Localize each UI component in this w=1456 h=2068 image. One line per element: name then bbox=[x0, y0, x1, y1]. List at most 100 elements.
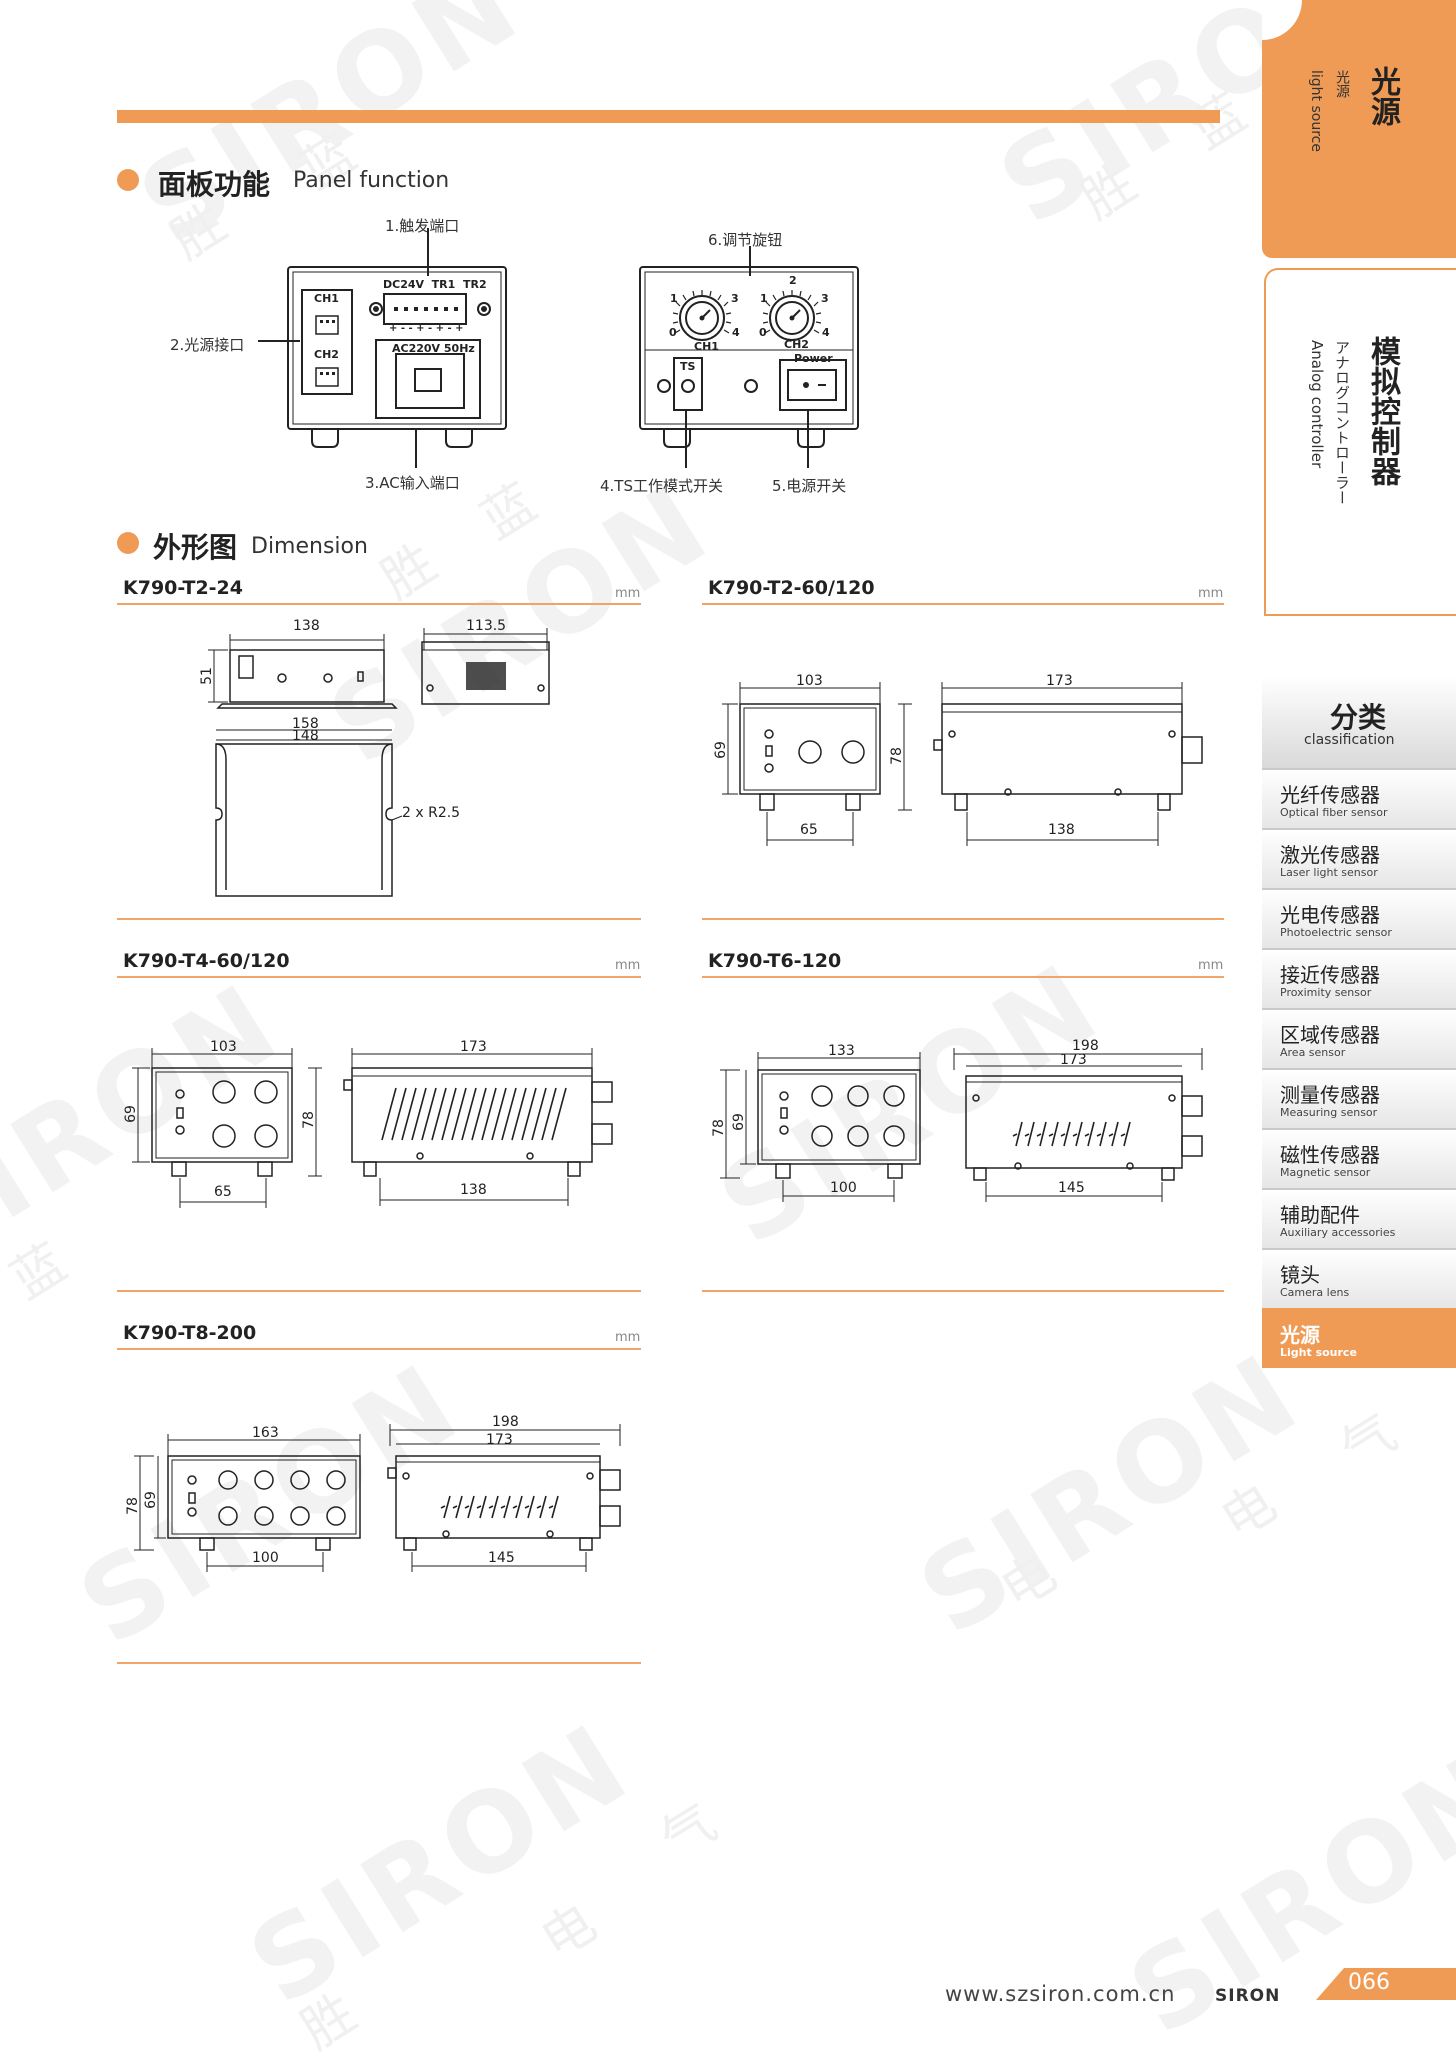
section-separator bbox=[117, 1662, 641, 1664]
callout-light-connector: 2.光源接口 bbox=[170, 336, 245, 354]
unit-label: mm bbox=[1198, 586, 1224, 601]
dim-label: 100 bbox=[830, 1180, 857, 1196]
footer-brand-logo: SIRON bbox=[1215, 1986, 1281, 2006]
category-label-en: Laser light sensor bbox=[1280, 866, 1378, 879]
dim-label: 78 bbox=[300, 1111, 317, 1129]
section-bullet bbox=[117, 532, 139, 554]
category-label-cn: 磁性传感器 bbox=[1280, 1143, 1380, 1167]
dim-label: 148 bbox=[292, 728, 319, 744]
model-title: K790-T2-24 bbox=[123, 577, 243, 599]
dim-label: 78 bbox=[124, 1497, 141, 1515]
dim-label: 173 bbox=[1046, 673, 1073, 689]
dim-label: 2 x R2.5 bbox=[402, 805, 461, 821]
model-underline bbox=[117, 976, 641, 978]
knob-ch2-label: CH2 bbox=[784, 338, 809, 351]
category-proximity-sensor[interactable]: 接近传感器 Proximity sensor bbox=[1262, 948, 1456, 1008]
dim-label: 138 bbox=[293, 618, 320, 634]
dim-label: 65 bbox=[800, 822, 818, 838]
model-title: K790-T4-60/120 bbox=[123, 950, 290, 972]
dim-label: 51 bbox=[198, 667, 215, 685]
section-title-en: Dimension bbox=[251, 534, 368, 559]
section-separator bbox=[117, 1290, 641, 1292]
category-label-cn: 光电传感器 bbox=[1280, 903, 1380, 927]
category-camera-lens[interactable]: 镜头 Camera lens bbox=[1262, 1248, 1456, 1308]
dim-label: 145 bbox=[488, 1550, 515, 1566]
tab-title-cn: 光源 bbox=[1365, 66, 1400, 126]
category-label-en: Photoelectric sensor bbox=[1280, 926, 1392, 939]
callout-ts-switch: 4.TS工作模式开关 bbox=[600, 477, 723, 495]
rear-panel-drawing bbox=[258, 228, 507, 468]
dim-label: 163 bbox=[252, 1425, 279, 1441]
ts-label: TS bbox=[680, 360, 696, 373]
watermark-brand: SIRON bbox=[1108, 1728, 1456, 2060]
footer-website-link[interactable]: www.szsiron.com.cn bbox=[945, 1982, 1176, 2006]
dim-label: 173 bbox=[460, 1039, 487, 1055]
category-label-en: Measuring sensor bbox=[1280, 1106, 1378, 1119]
watermark-brand: SIRON bbox=[58, 1338, 483, 1670]
dim-label: 113.5 bbox=[466, 618, 507, 634]
section-title-en: Panel function bbox=[293, 168, 450, 193]
model-title: K790-T2-60/120 bbox=[708, 577, 875, 599]
dim-label: 100 bbox=[252, 1550, 279, 1566]
tab-subtitle-cn: 光源 bbox=[1334, 70, 1350, 98]
category-auxiliary-accessories[interactable]: 辅助配件 Auxiliary accessories bbox=[1262, 1188, 1456, 1248]
category-optical-fiber-sensor[interactable]: 光纤传感器 Optical fiber sensor bbox=[1262, 768, 1456, 828]
tab2-title-cn: 模拟控制器 bbox=[1365, 336, 1400, 486]
drawing-k790-t2-24 bbox=[208, 628, 550, 897]
category-laser-light-sensor[interactable]: 激光传感器 Laser light sensor bbox=[1262, 828, 1456, 888]
category-measuring-sensor[interactable]: 测量传感器 Measuring sensor bbox=[1262, 1068, 1456, 1128]
knob-mark-1: 1 bbox=[760, 292, 768, 305]
dim-label: 103 bbox=[210, 1039, 237, 1055]
panel-ch1-label: CH1 bbox=[314, 292, 339, 305]
watermark-char: 胜 bbox=[370, 532, 447, 612]
dim-label: 138 bbox=[460, 1182, 487, 1198]
model-underline bbox=[117, 603, 641, 605]
category-label-cn: 接近传感器 bbox=[1280, 963, 1380, 987]
knob-mark-2: 2 bbox=[789, 274, 797, 287]
front-panel-drawing bbox=[639, 246, 859, 468]
unit-label: mm bbox=[615, 586, 641, 601]
callout-trigger-port: 1.触发端口 bbox=[385, 217, 460, 235]
category-tab-light-source[interactable] bbox=[1262, 0, 1456, 258]
dim-label: 78 bbox=[888, 747, 905, 765]
category-label-cn: 光纤传感器 bbox=[1280, 783, 1380, 807]
category-light-source[interactable]: 光源 Light source bbox=[1262, 1308, 1456, 1368]
ac-input-label: AC220V 50Hz bbox=[392, 342, 475, 355]
category-label-cn: 测量传感器 bbox=[1280, 1083, 1380, 1107]
knob-mark-0: 0 bbox=[669, 326, 677, 339]
category-label-cn: 区域传感器 bbox=[1280, 1023, 1380, 1047]
dim-label: 158 bbox=[292, 716, 319, 732]
category-label-en: Auxiliary accessories bbox=[1280, 1226, 1396, 1239]
knob-mark-3: 3 bbox=[821, 292, 829, 305]
unit-label: mm bbox=[615, 1330, 641, 1345]
watermark-brand: SIRON bbox=[228, 1698, 653, 2030]
category-label-en: Magnetic sensor bbox=[1280, 1166, 1371, 1179]
model-underline bbox=[117, 1348, 641, 1350]
category-label-cn: 镜头 bbox=[1280, 1263, 1320, 1287]
callout-adjust-knob: 6.调节旋钮 bbox=[708, 231, 783, 249]
watermark-char: 气 bbox=[1330, 1402, 1407, 1482]
terminal-header-label: DC24V TR1 TR2 bbox=[383, 278, 487, 291]
tab2-subtitle-jp: アナログコントローラー bbox=[1333, 340, 1351, 505]
section-title-cn: 外形图 bbox=[153, 531, 238, 564]
classification-header: 分类 classification bbox=[1262, 676, 1456, 768]
drawing-k790-t2-60-120 bbox=[722, 682, 1203, 846]
dim-label: 69 bbox=[730, 1113, 747, 1131]
category-area-sensor[interactable]: 区域传感器 Area sensor bbox=[1262, 1008, 1456, 1068]
model-underline bbox=[702, 976, 1224, 978]
page-number-tab bbox=[1316, 1968, 1456, 2000]
tab2-subtitle-en: Analog controller bbox=[1308, 340, 1326, 469]
category-label-en: Area sensor bbox=[1280, 1046, 1346, 1059]
category-tab-analog-controller[interactable] bbox=[1264, 268, 1456, 616]
model-title: K790-T8-200 bbox=[123, 1322, 257, 1344]
dim-label: 69 bbox=[712, 741, 729, 759]
dim-label: 69 bbox=[122, 1105, 139, 1123]
page-number: 066 bbox=[1348, 1970, 1390, 1995]
section-separator bbox=[702, 918, 1224, 920]
category-photoelectric-sensor[interactable]: 光电传感器 Photoelectric sensor bbox=[1262, 888, 1456, 948]
dim-label: 173 bbox=[1060, 1052, 1087, 1068]
dim-label: 173 bbox=[486, 1432, 513, 1448]
drawing-k790-t4-60-120 bbox=[132, 1048, 613, 1208]
category-magnetic-sensor[interactable]: 磁性传感器 Magnetic sensor bbox=[1262, 1128, 1456, 1188]
dim-label: 198 bbox=[492, 1414, 519, 1430]
